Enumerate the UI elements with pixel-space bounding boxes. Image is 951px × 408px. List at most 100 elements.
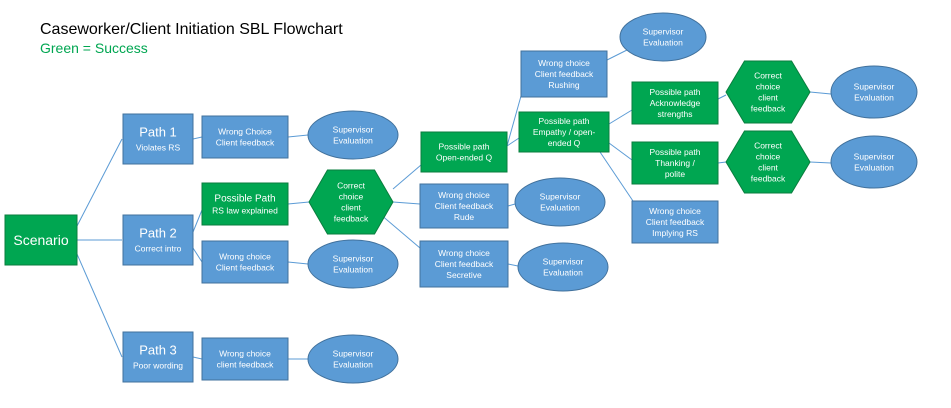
connector-pp_oq-pp_emp	[506, 137, 520, 147]
connector-cc_1-wc_rude	[392, 201, 421, 205]
node-pp-ack-label-2: Acknowledge	[650, 98, 701, 108]
node-se-p2-label-2: Evaluation	[333, 264, 373, 274]
node-wc-p3-label-1: Wrong choice	[219, 348, 271, 358]
node-cc-ack-label-2: choice	[756, 81, 781, 91]
node-cc-thank-label-2: choice	[756, 151, 781, 161]
node-wc-rush-label-3: Rushing	[548, 80, 579, 90]
node-cc-ack-label-3: client	[758, 92, 778, 102]
node-scenario-shape	[4, 214, 78, 266]
node-path1-label-1: Path 1	[139, 125, 177, 140]
node-pp-thank-shape	[631, 141, 719, 185]
node-wc-rush-label-1: Wrong choice	[538, 58, 590, 68]
node-se-thank-shape	[830, 135, 918, 189]
node-wc-secret-label-1: Wrong choice	[438, 248, 490, 258]
node-cc-thank-label-4: feedback	[751, 173, 786, 183]
node-wc-p2-label-1: Wrong choice	[219, 251, 271, 261]
node-se-thank-label-1: Supervisor	[854, 151, 895, 161]
node-pp-oq-label-1: Possible path	[438, 141, 489, 151]
node-path2-shape	[122, 214, 194, 266]
node-wc-p2-shape	[201, 240, 289, 284]
node-wc-rude-label-3: Rude	[454, 212, 475, 222]
node-path3-shape	[122, 331, 194, 383]
node-se-secret-shape	[517, 242, 609, 292]
node-wc-secret-label-3: Secretive	[446, 270, 482, 280]
node-wc-rude-shape	[419, 183, 509, 229]
connector-pp_ack-cc_ack	[717, 94, 727, 100]
node-pp-thank-label-2: Thanking /	[655, 158, 695, 168]
node-wc-rush-shape	[520, 50, 608, 98]
node-cc-thank-label-1: Correct	[754, 140, 783, 150]
node-se-p3-shape	[307, 334, 399, 384]
node-se-rude-shape	[514, 177, 606, 227]
node-wc-p1-shape	[201, 115, 289, 159]
node-se-p1-shape	[307, 110, 399, 160]
connector-wc_p2-se_p2	[287, 261, 309, 265]
diagram-legend: Green = Success	[40, 40, 148, 56]
node-se-secret-label-2: Evaluation	[543, 267, 583, 277]
connector-path2-pp_rs	[192, 209, 203, 233]
node-wc-p2-label-2: Client feedback	[216, 262, 275, 272]
node-path3: Path 3 Poor wording	[122, 331, 194, 383]
node-se-ack-shape	[830, 65, 918, 119]
node-pp-ack-shape	[631, 81, 719, 125]
node-cc-1-label-4: feedback	[334, 213, 369, 223]
node-path3-label-1: Path 3	[139, 343, 177, 358]
node-pp-rs-label-1: Possible Path	[214, 194, 275, 205]
node-pp-oq-label-2: Open-ended Q	[436, 152, 493, 162]
node-wc-imply-shape	[631, 200, 719, 244]
node-cc-thank-shape	[725, 130, 811, 194]
node-scenario: Scenario	[4, 214, 78, 266]
connector-wc_p1-se_p1	[287, 134, 309, 138]
node-se-p3-label-1: Supervisor	[333, 348, 374, 358]
node-scenario-label-1: Scenario	[13, 232, 68, 248]
node-pp-ack-label-1: Possible path	[649, 87, 700, 97]
node-se-top-label-1: Supervisor	[643, 26, 684, 36]
node-se-thank-label-2: Evaluation	[854, 162, 894, 172]
connector-cc_1-wc_secret	[379, 213, 421, 249]
node-pp-thank-label-3: polite	[665, 169, 686, 179]
node-se-p1-label-1: Supervisor	[333, 124, 374, 134]
node-wc-p3-shape	[201, 337, 289, 381]
connector-cc_ack-se_ack	[809, 91, 832, 95]
node-se-p2-label-1: Supervisor	[333, 253, 374, 263]
node-wc-p3-label-2: client feedback	[217, 359, 274, 369]
node-cc-ack-label-1: Correct	[754, 70, 783, 80]
node-pp-oq-shape	[420, 131, 508, 173]
connector-pp_thank-cc_thank	[717, 161, 727, 164]
node-path2-label-1: Path 2	[139, 226, 177, 241]
node-se-secret-label-1: Supervisor	[543, 256, 584, 266]
node-wc-rude-label-1: Wrong choice	[438, 190, 490, 200]
node-se-rude-label-2: Evaluation	[540, 202, 580, 212]
node-wc-imply-label-2: Client feedback	[646, 217, 705, 227]
node-pp-rs-label-2: RS law explained	[212, 206, 278, 216]
connector-path3-wc_p3	[192, 356, 203, 360]
node-path1-shape	[122, 113, 194, 165]
node-se-p1-label-2: Evaluation	[333, 135, 373, 145]
node-path3-label-2: Poor wording	[133, 361, 183, 371]
node-wc-p1-label-1: Wrong Choice	[218, 126, 272, 136]
node-cc-ack-label-4: feedback	[751, 103, 786, 113]
node-pp-emp-shape	[518, 111, 610, 153]
node-pp-emp-label-1: Possible path	[538, 116, 589, 126]
node-cc-ack-shape	[725, 60, 811, 124]
connector-path1-wc_p1	[192, 136, 203, 140]
